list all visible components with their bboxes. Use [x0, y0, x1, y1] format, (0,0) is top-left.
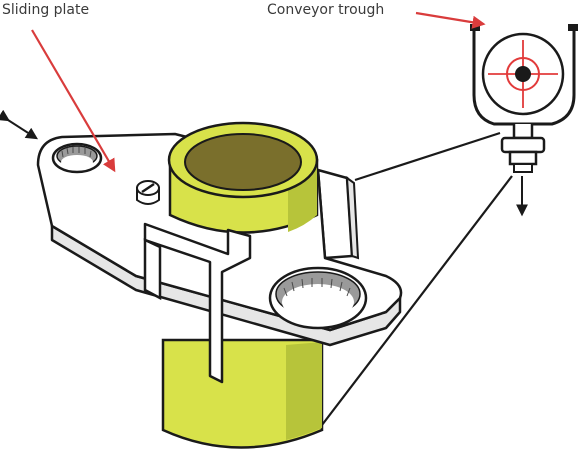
lower-tube	[161, 338, 324, 449]
right-hole	[268, 266, 368, 330]
detail-leader-lines	[321, 131, 513, 426]
crosshair-target-icon	[488, 40, 558, 108]
bracket-front	[143, 222, 252, 384]
callout-arrows	[31, 11, 486, 173]
sliding-plate-label: Sliding plate	[2, 2, 90, 18]
double-headed-arrow-icon	[0, 109, 39, 140]
conveyor-trough-label: Conveyor trough	[267, 2, 385, 18]
upper-tube	[167, 121, 319, 234]
conveyor-trough-detail	[470, 24, 578, 173]
